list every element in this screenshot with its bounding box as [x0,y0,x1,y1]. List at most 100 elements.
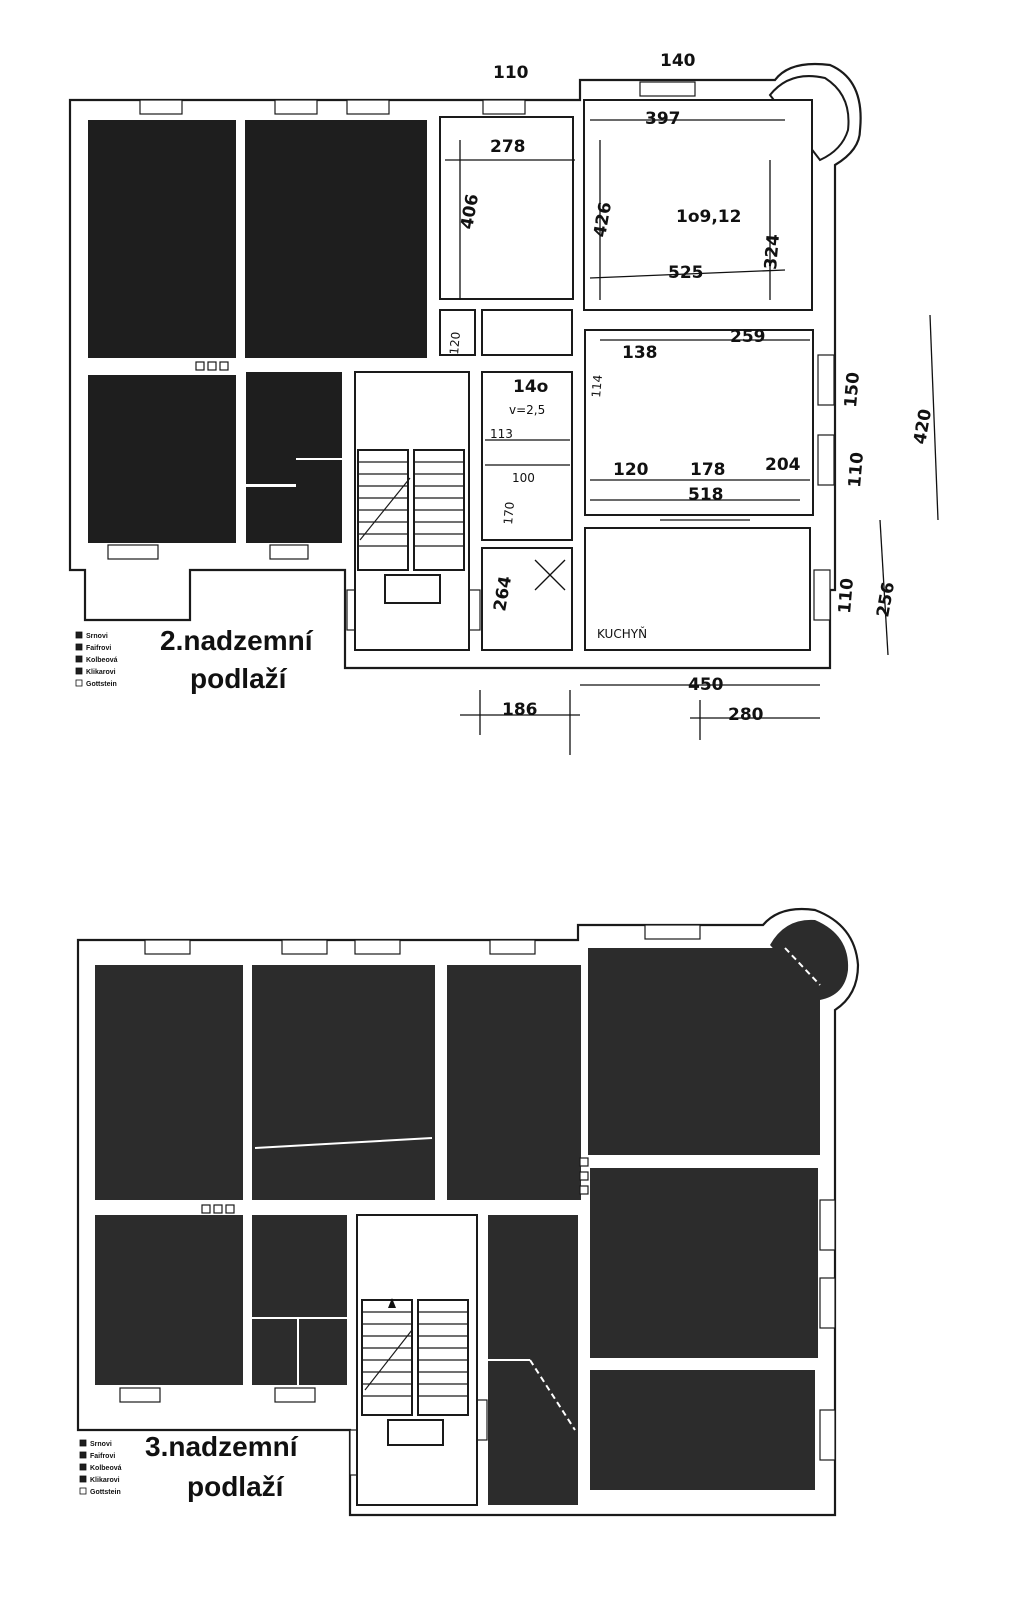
floor-2-window [274,99,318,115]
floor-2-window [139,99,183,115]
floor-3-vent [225,1204,235,1214]
floor-3-subtitle: podlaží [187,1471,285,1502]
floor-2-window [482,99,526,115]
floor-3-window [354,939,401,955]
floor-2-window [817,354,835,406]
floor-2-window [346,99,390,115]
dim-label: 120 [447,331,463,355]
floor-3-window [819,1277,836,1329]
legend-label: Faifrovi [86,645,111,652]
floor-2-room-light [481,371,573,541]
dim-label: 256 [873,580,899,618]
floor-3-room-dark [252,1215,347,1385]
dim-label: 518 [688,485,724,505]
floor-3-window [489,939,536,955]
floor-3-room-dark [590,1168,818,1358]
floor-2-dimension-lines [445,119,939,755]
dim-label: 450 [688,675,724,695]
dim-label: 110 [835,577,858,614]
floor-2-vent [207,361,217,371]
legend-label: Srnovi [86,633,108,640]
floor-3-room-dark [447,965,581,1200]
floor-3-legend: Srnovi Faifrovi Kolbeová Klikarovi Gotts… [79,1439,122,1496]
floor-2-vent [219,361,229,371]
floor-2-room-light [583,99,813,311]
floor-3-title: 3.nadzemní [145,1431,299,1462]
dim-label: 140 [660,51,696,71]
floor-2-window [107,544,159,560]
floor-3-bay-dark [770,919,849,1000]
floor-2-room-light [439,116,574,300]
floor-2-room-light [481,547,573,651]
floor-2-stairs [357,449,465,604]
floor-2-room-light [439,309,476,356]
floor-3-window [819,1409,836,1461]
floor-3-window [281,939,328,955]
dim-label: 110 [493,63,529,83]
dim-label: 150 [841,371,864,408]
floor-2-window [813,569,831,621]
height-label: v=2,5 [509,403,545,417]
dim-label: 204 [765,455,801,475]
floor-3-room-dark [95,965,243,1200]
floor-2-title: 2.nadzemní [160,625,314,656]
dim-label: 280 [728,705,764,725]
legend-label: Gottstein [90,1489,121,1496]
floor-3-vent [579,1185,589,1195]
floor-2-vent [195,361,205,371]
legend-label: Kolbeová [86,657,118,664]
floor-3-vent [213,1204,223,1214]
floor-2-room-dark [88,375,236,543]
floor-3-window [644,924,701,940]
dim-label: 114 [589,374,605,398]
floor-2-room-dark [246,372,342,484]
dim-label: 113 [490,427,513,441]
floor-3-window [144,939,191,955]
legend-label: Faifrovi [90,1453,115,1460]
legend-label: Klikarovi [86,669,116,676]
floor-2-window [269,544,309,560]
dim-label: 170 [501,501,517,525]
floor-3-window [274,1387,316,1403]
floor-2-window [817,434,835,486]
dim-label: 324 [761,233,784,270]
floor-3-vent [201,1204,211,1214]
dim-label: 100 [512,471,535,485]
dim-label: 278 [490,137,526,157]
room-label-kitchen: KUCHYŇ [597,626,647,641]
dim-label: 186 [502,700,538,720]
dim-label: 110 [845,451,868,488]
floor-2-window [639,81,696,97]
legend-label: Gottstein [86,681,117,688]
floor-2-legend: Srnovi Faifrovi Kolbeová Klikarovi Gotts… [75,631,118,688]
floor-2-plan: 110 140 278 397 406 426 1o9,12 324 525 1… [68,51,939,755]
dim-label: 420 [910,407,936,446]
floor-2-room-dark [246,372,342,543]
floor-2-room-light [584,527,811,651]
dim-label: 120 [613,460,649,480]
dim-label: 259 [730,327,766,347]
floor-3-room-dark [252,965,435,1200]
floor-3-room-dark [590,1370,815,1490]
floor-3-room-dark [95,1215,243,1385]
floor-3-room-dark [588,948,820,1155]
dim-label: 525 [668,263,704,283]
floor-2-room-light [481,309,573,356]
area-label: 1o9,12 [676,207,741,227]
dim-label: 14o [513,377,548,397]
dim-label: 138 [622,343,658,363]
floor-3-plan: Srnovi Faifrovi Kolbeová Klikarovi Gotts… [76,907,860,1517]
dim-label: 397 [645,109,681,129]
floor-3-stairs [361,1298,469,1446]
legend-label: Srnovi [90,1441,112,1448]
floor-2-room-dark [88,120,236,358]
legend-label: Klikarovi [90,1477,120,1484]
dim-label: 178 [690,460,726,480]
legend-label: Kolbeová [90,1465,122,1472]
floor-3-window [819,1199,836,1251]
floor-3-vent [579,1157,589,1167]
floor-2-room-dark [245,120,427,358]
floor-2-subtitle: podlaží [190,663,288,694]
floor-3-window [119,1387,161,1403]
